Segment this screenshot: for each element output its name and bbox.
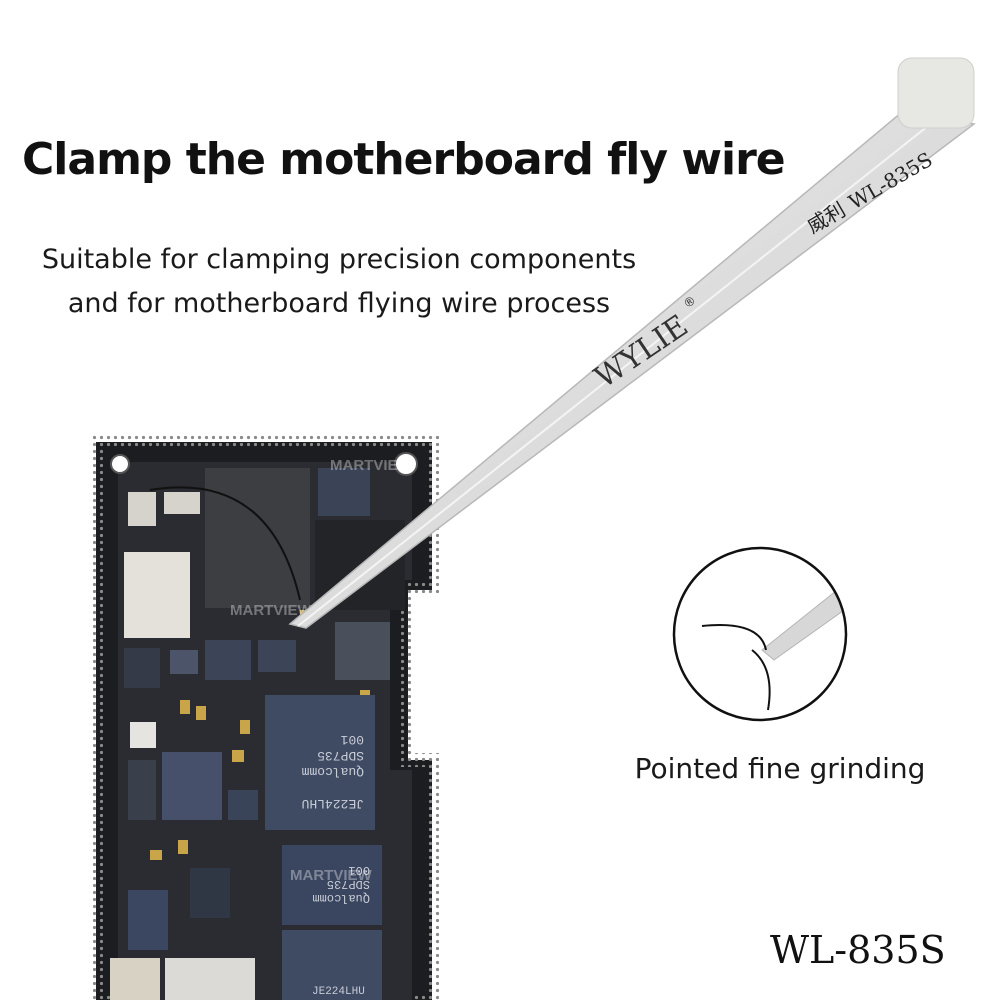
tweezers: WYLIE ® 威利 WL-835S: [288, 57, 976, 629]
main-chip-line-2: Qualcomm: [301, 764, 364, 779]
lower-chip-line-1: Qualcomm: [312, 891, 370, 905]
main-chip-line-1: JE224LHU: [302, 796, 364, 811]
main-chip-line-4: 001: [340, 732, 364, 747]
subtext: Suitable for clamping precision componen…: [14, 238, 664, 326]
brand-text: WYLIE: [589, 308, 695, 395]
lower-chip-bottom-text: JE224LHU: [312, 986, 365, 998]
detail-circle: [672, 546, 848, 722]
watermark-1: MARTVIEW: [330, 457, 413, 474]
watermark-2: MARTVIEW: [230, 602, 313, 619]
subtext-line-2: and for motherboard flying wire process: [67, 288, 611, 319]
motherboard: JE224LHU Qualcomm SDP735 001 Qualcomm SD…: [89, 435, 439, 1000]
headline: Clamp the motherboard fly wire: [22, 134, 786, 185]
subtext-line-1: Suitable for clamping precision componen…: [41, 244, 637, 275]
main-chip-line-3: SDP735: [317, 748, 364, 763]
detail-caption: Pointed fine grinding: [634, 752, 926, 785]
lower-chip-line-2: SDP735: [327, 877, 370, 891]
watermarks: MARTVIEW MARTVIEW MARTVIEW: [230, 457, 413, 884]
lower-chip-line-3: 001: [348, 863, 370, 877]
watermark-3: MARTVIEW: [290, 867, 373, 884]
model-label: WL-835S: [770, 928, 946, 972]
